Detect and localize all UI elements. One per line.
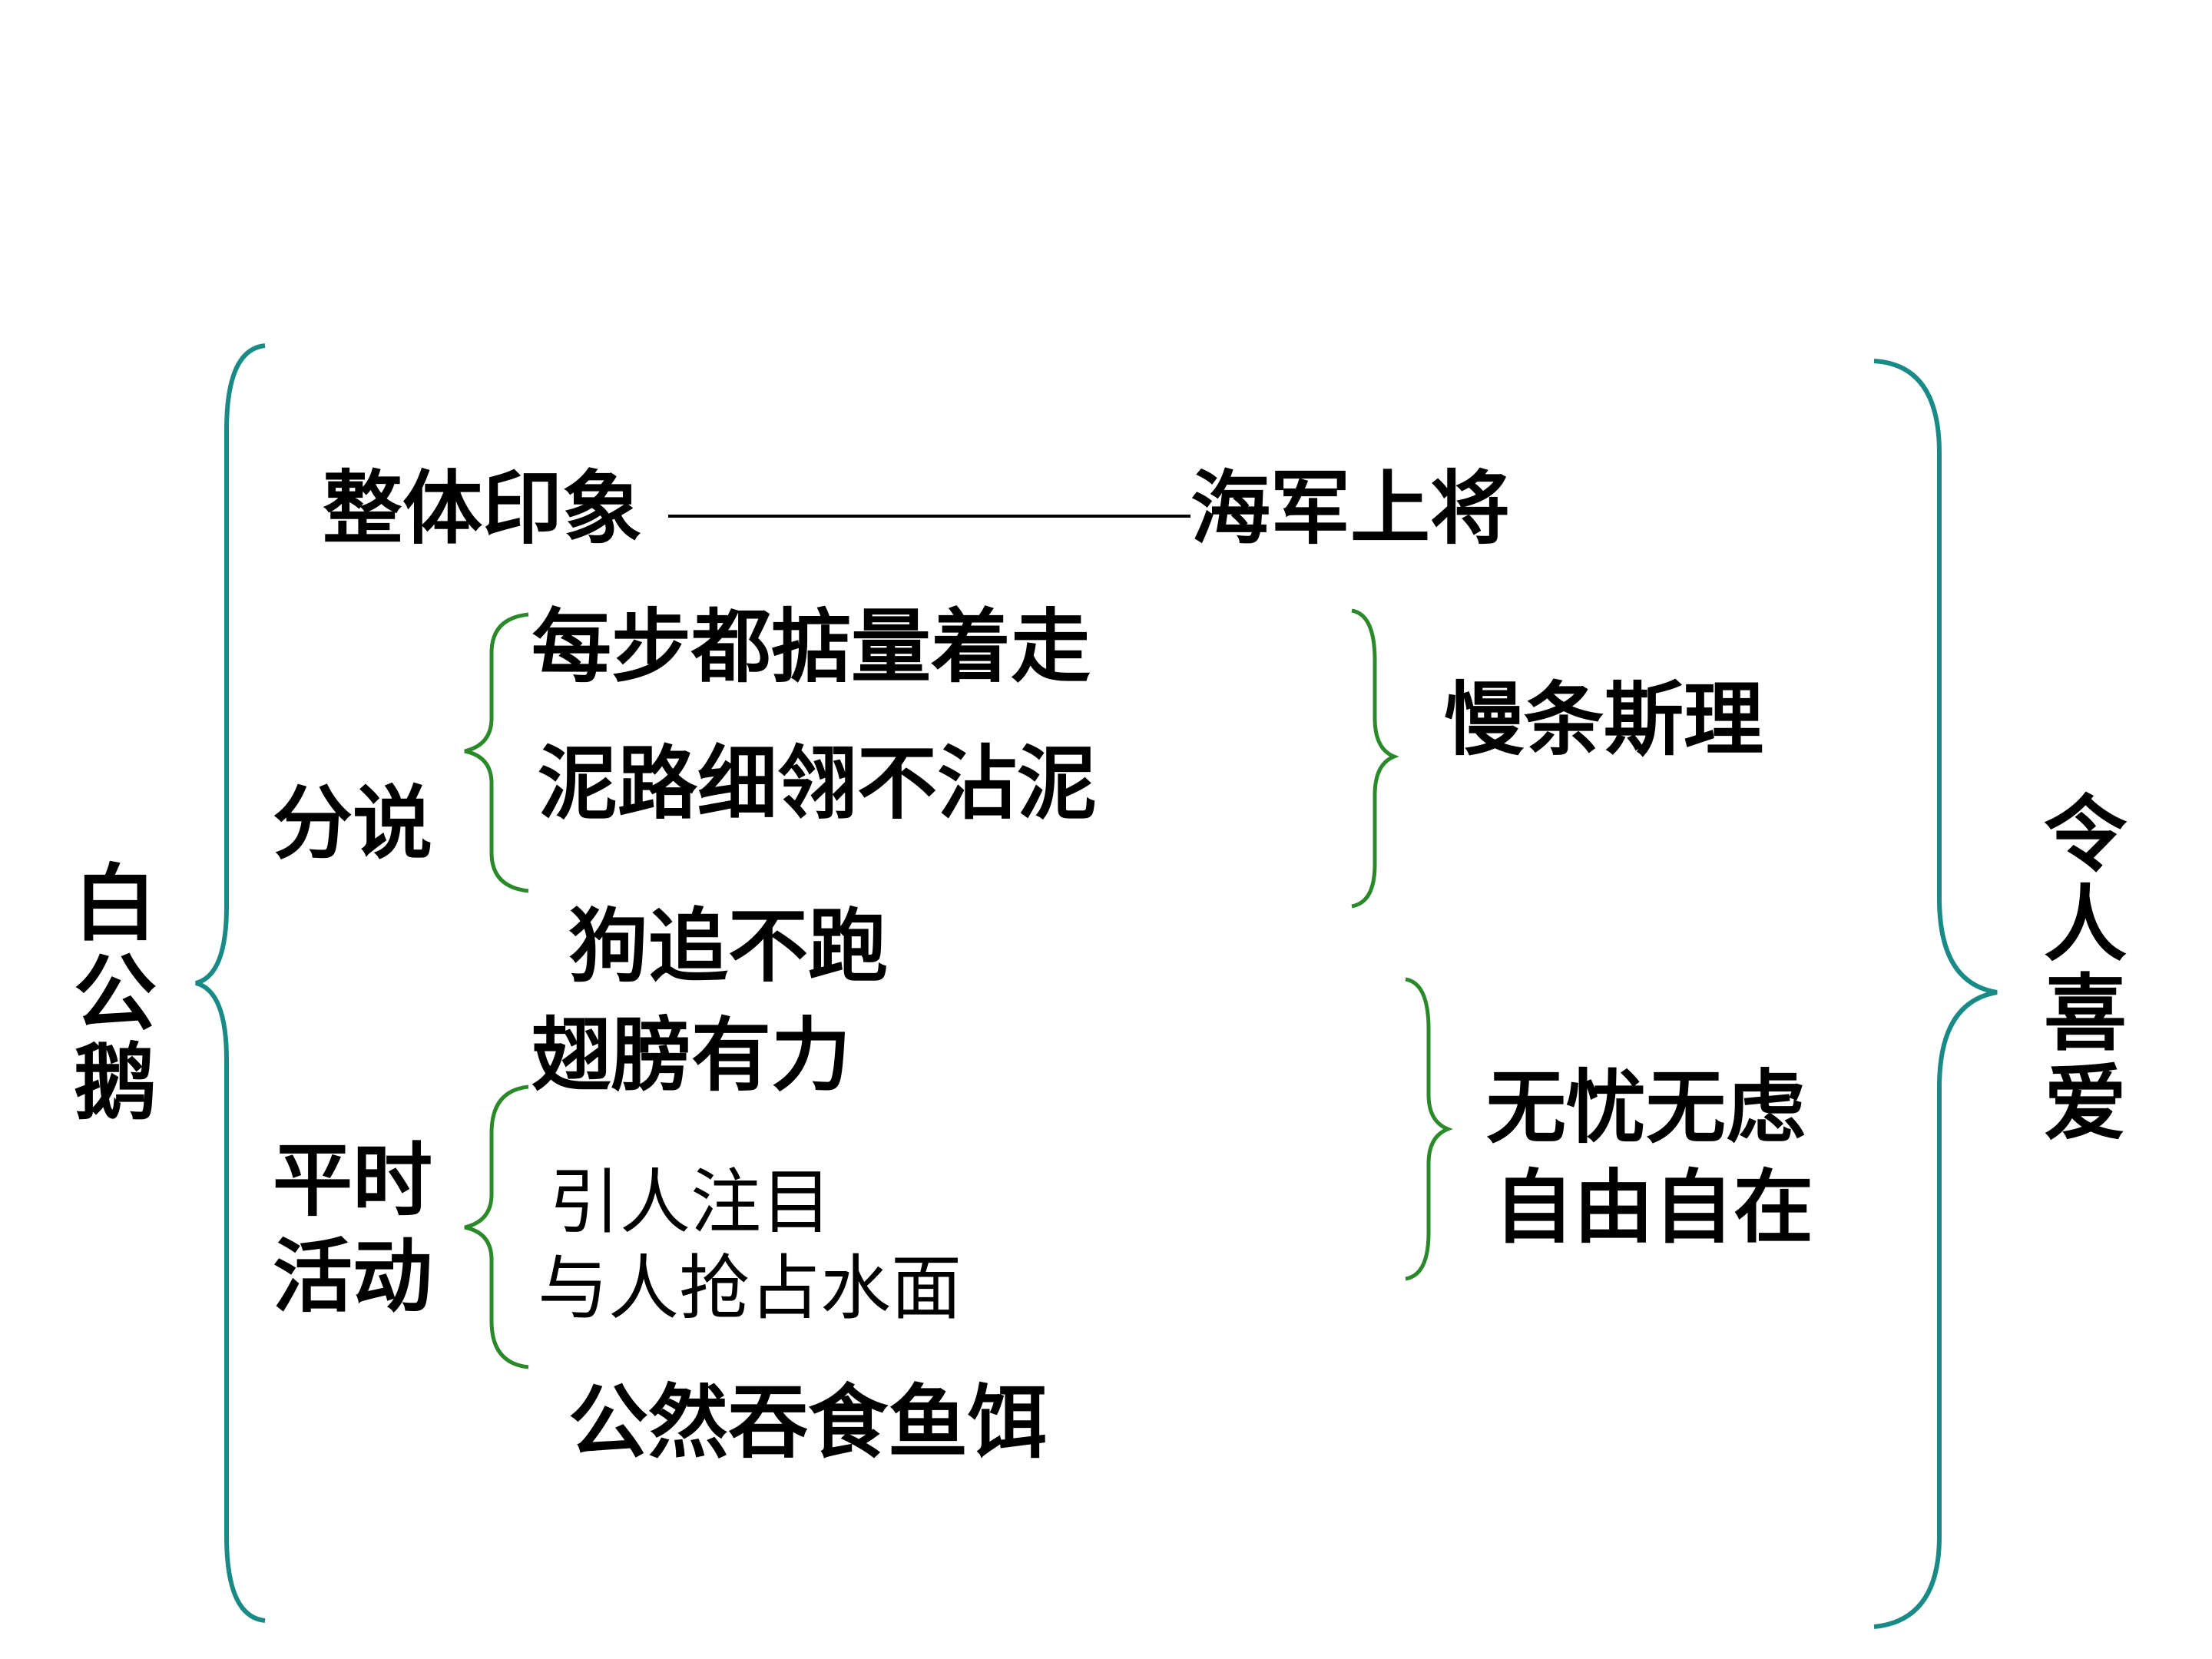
bottom-item: 公然吞食鱼饵 bbox=[568, 1376, 1048, 1469]
pingshi-label-line-0: 平时 bbox=[273, 1134, 433, 1227]
pingshi-left-brace bbox=[464, 1084, 529, 1369]
overall-impression-value: 海军上将 bbox=[1190, 462, 1511, 555]
fenshuo-right-brace bbox=[1351, 608, 1399, 909]
conclusion-label: 令人喜爱 bbox=[2043, 787, 2127, 1152]
fenshuo-item-0: 每步都掂量着走 bbox=[531, 600, 1091, 694]
fenshuo-label: 分说 bbox=[273, 777, 433, 870]
outer-left-brace bbox=[195, 343, 266, 1623]
middle-item-0: 狗追不跑 bbox=[568, 899, 889, 993]
pingshi-summary-line-0: 无忧无虑 bbox=[1486, 1061, 1806, 1154]
pingshi-item-1: 与人抢占水面 bbox=[538, 1247, 962, 1330]
outer-right-brace bbox=[1873, 359, 1998, 1629]
pingshi-summary-line-1: 自由自在 bbox=[1494, 1161, 1814, 1254]
pingshi-item-0: 引人注目 bbox=[549, 1161, 833, 1243]
pingshi-label-line-1: 活动 bbox=[273, 1230, 433, 1323]
pingshi-right-brace bbox=[1405, 977, 1453, 1281]
fenshuo-item-1: 泥路细翎不沾泥 bbox=[538, 737, 1098, 830]
fenshuo-left-brace bbox=[464, 612, 529, 893]
middle-item-1: 翅膀有力 bbox=[531, 1008, 852, 1102]
overall-impression-label: 整体印象 bbox=[323, 462, 643, 555]
overall-connector-line bbox=[668, 515, 1190, 518]
root-label: 白公鹅 bbox=[73, 856, 157, 1132]
fenshuo-summary: 慢条斯理 bbox=[1444, 673, 1764, 767]
